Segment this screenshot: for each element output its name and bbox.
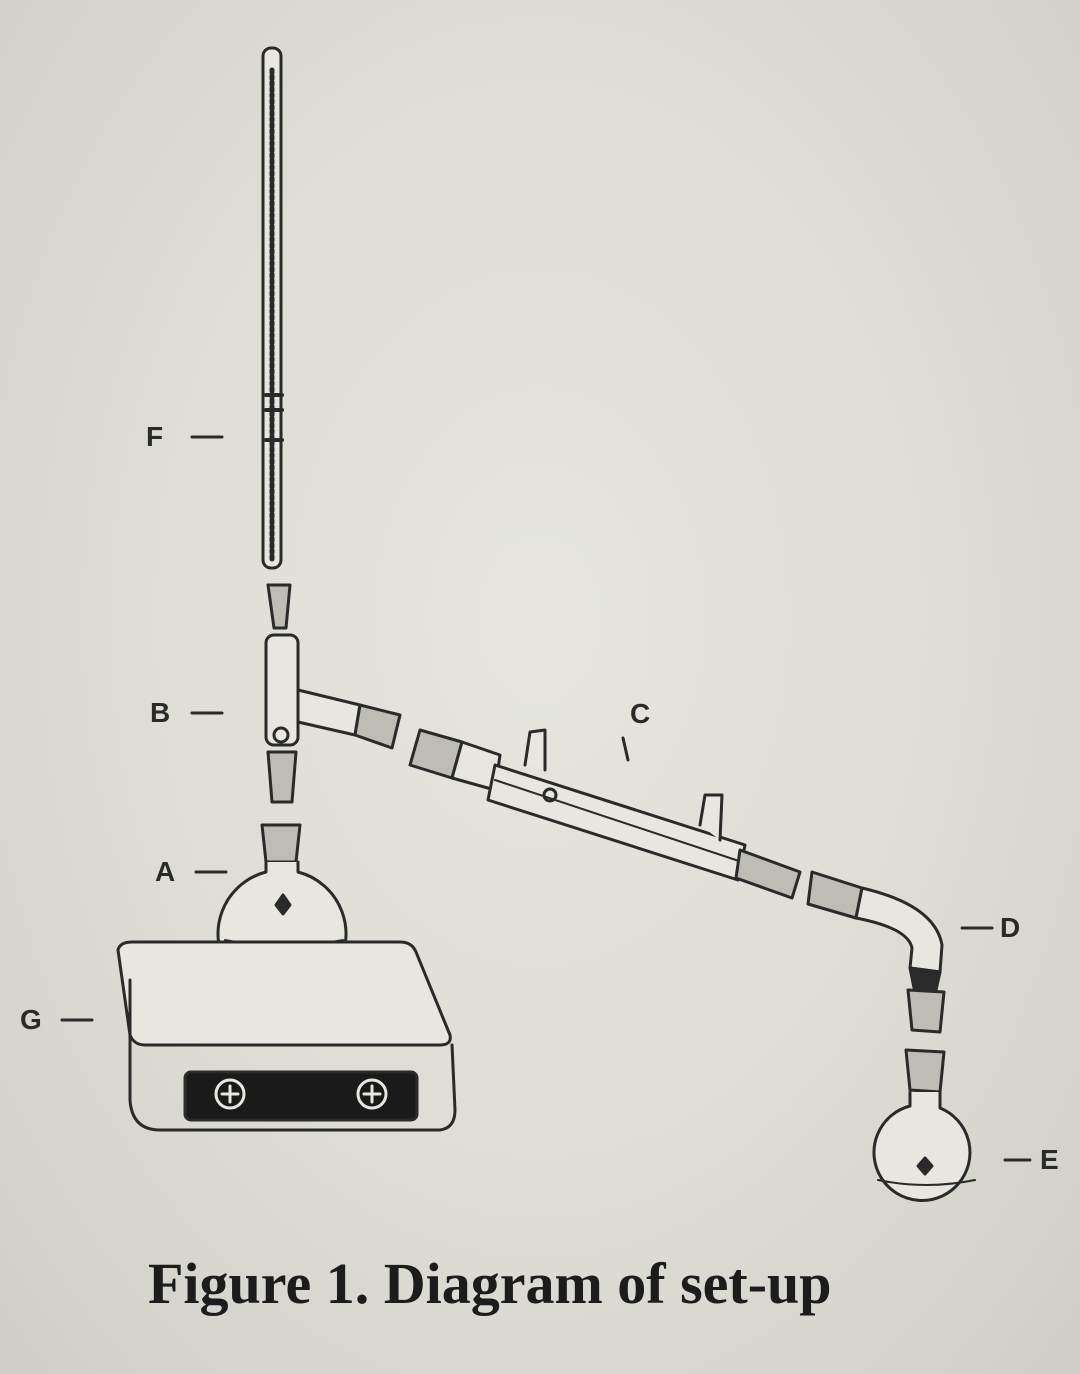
figure-caption: Figure 1. Diagram of set-up xyxy=(148,1251,832,1316)
label-c: C xyxy=(630,698,651,729)
hot-plate-icon xyxy=(116,940,457,1132)
label-e: E xyxy=(1040,1144,1059,1175)
label-g: G xyxy=(20,1004,42,1035)
label-d: D xyxy=(1000,912,1021,943)
label-f: F xyxy=(146,421,164,452)
bent-adapter-icon xyxy=(806,870,946,1034)
receiving-flask-icon xyxy=(872,1048,976,1202)
label-b: B xyxy=(150,697,171,728)
thermometer-icon xyxy=(261,46,284,570)
distillation-head-icon xyxy=(264,583,402,804)
label-a: A xyxy=(155,856,176,887)
condenser-icon xyxy=(408,728,802,900)
